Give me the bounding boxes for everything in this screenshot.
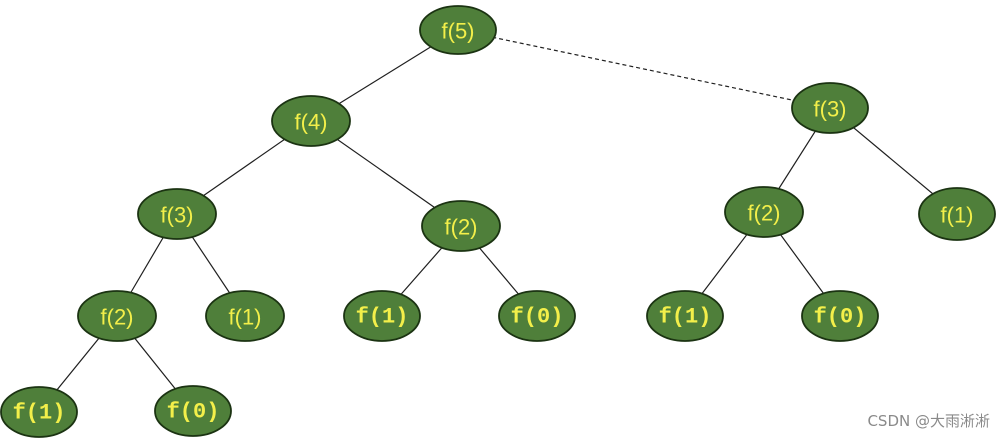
- tree-node-n4: f(3): [137, 188, 217, 240]
- tree-node-n1: f(5): [419, 5, 497, 55]
- edge-n1-n3: [457, 29, 831, 109]
- tree-node-n15: f(0): [154, 385, 232, 437]
- tree-node-n10: f(1): [343, 290, 421, 342]
- tree-node-n5: f(2): [421, 200, 501, 252]
- watermark: CSDN @大雨淅淅: [867, 412, 990, 430]
- tree-node-n13: f(0): [801, 290, 879, 342]
- tree-node-label: f(2): [748, 201, 781, 226]
- tree-node-shape: [77, 290, 157, 342]
- tree-node-label: f(3): [814, 97, 847, 122]
- tree-node-shape: [205, 290, 285, 342]
- tree-node-shape: [421, 200, 501, 252]
- tree-node-shape: [918, 187, 996, 241]
- tree-node-label: f(4): [295, 110, 328, 135]
- tree-node-shape: [271, 95, 351, 147]
- tree-node-n8: f(2): [77, 290, 157, 342]
- tree-node-label: f(1): [659, 305, 712, 330]
- tree-node-shape: [791, 82, 869, 134]
- tree-node-shape: [801, 290, 879, 342]
- tree-node-label: f(0): [511, 305, 564, 330]
- tree-node-label: f(1): [13, 401, 66, 426]
- tree-node-n7: f(1): [918, 187, 996, 241]
- tree-node-n12: f(1): [646, 290, 724, 342]
- tree-node-n3: f(3): [791, 82, 869, 134]
- tree-node-label: f(3): [161, 203, 194, 228]
- tree-node-shape: [137, 188, 217, 240]
- tree-node-shape: [343, 290, 421, 342]
- tree-node-label: f(2): [101, 305, 134, 330]
- tree-node-n14: f(1): [0, 386, 78, 438]
- tree-node-n9: f(1): [205, 290, 285, 342]
- tree-node-n6: f(2): [724, 186, 804, 238]
- tree-node-shape: [724, 186, 804, 238]
- tree-node-label: f(1): [356, 305, 409, 330]
- tree-node-shape: [0, 386, 78, 438]
- tree-node-shape: [646, 290, 724, 342]
- tree-node-label: f(5): [442, 19, 475, 44]
- tree-node-label: f(0): [167, 400, 220, 425]
- tree-node-shape: [419, 5, 497, 55]
- tree-node-label: f(1): [229, 305, 262, 330]
- tree-node-shape: [498, 290, 576, 342]
- tree-node-label: f(1): [941, 203, 974, 228]
- tree-node-shape: [154, 385, 232, 437]
- tree-node-n2: f(4): [271, 95, 351, 147]
- tree-nodes: f(5) f(4) f(3) f(3) f(2) f(2) f(1) f(2) f(1) f(1)…: [0, 5, 996, 438]
- tree-node-label: f(0): [814, 305, 867, 330]
- tree-node-n11: f(0): [498, 290, 576, 342]
- tree-node-label: f(2): [445, 215, 478, 240]
